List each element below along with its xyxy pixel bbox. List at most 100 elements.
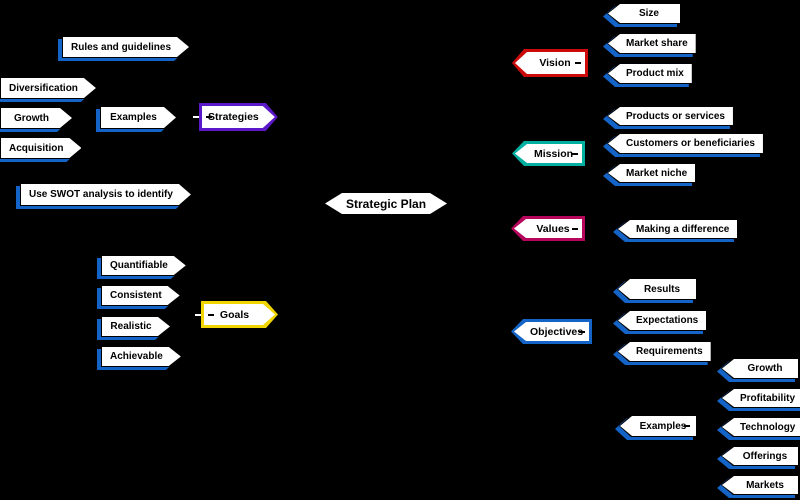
node-profitability[interactable]: Profitability bbox=[717, 388, 800, 411]
node-label: Quantifiable bbox=[110, 260, 168, 271]
node-examples-left[interactable]: Examples bbox=[100, 106, 177, 129]
node-fill bbox=[102, 256, 186, 275]
node-fill bbox=[1, 138, 81, 158]
node-label: Market share bbox=[626, 38, 688, 49]
node-growth-left[interactable]: Growth bbox=[0, 107, 73, 129]
node-label: Product mix bbox=[626, 68, 684, 79]
node-label: Realistic bbox=[110, 321, 152, 332]
node-label: Size bbox=[638, 8, 659, 19]
node-examples-right[interactable]: Examples bbox=[615, 415, 697, 440]
node-fill bbox=[514, 322, 590, 341]
node-customers-or-beneficiaries[interactable]: Customers or beneficiaries bbox=[603, 133, 764, 157]
node-fill bbox=[722, 447, 798, 465]
node-fill bbox=[325, 193, 447, 214]
node-label: Making a difference bbox=[636, 223, 730, 235]
node-label: Achievable bbox=[110, 351, 163, 362]
node-fill bbox=[608, 107, 733, 125]
node-fill bbox=[102, 286, 180, 305]
node-label: Offerings bbox=[742, 450, 788, 462]
connector-tick bbox=[195, 313, 201, 316]
node-technology[interactable]: Technology bbox=[717, 417, 800, 440]
connector-tick bbox=[208, 313, 214, 316]
node-label: Acquisition bbox=[9, 142, 64, 154]
node-requirements[interactable]: Requirements bbox=[613, 341, 712, 365]
node-rules-and-guidelines[interactable]: Rules and guidelines bbox=[62, 36, 190, 58]
branch-objectives[interactable]: Objectives bbox=[511, 319, 593, 344]
connector-tick bbox=[579, 330, 586, 333]
connector-tick bbox=[684, 425, 690, 427]
node-label: Technology bbox=[740, 421, 796, 433]
branch-label: Vision bbox=[539, 57, 571, 69]
node-fill bbox=[101, 107, 176, 128]
node-fill bbox=[608, 4, 680, 23]
branch-label: Objectives bbox=[530, 325, 584, 338]
connector-tick bbox=[193, 116, 199, 118]
branch-label: Strategies bbox=[208, 111, 259, 123]
node-fill bbox=[514, 219, 582, 238]
node-label: Growth bbox=[14, 112, 49, 124]
node-fill bbox=[1, 108, 72, 128]
branch-strategies[interactable]: Strategies bbox=[193, 103, 278, 131]
node-label: Market niche bbox=[626, 167, 688, 179]
node-fill bbox=[722, 389, 800, 407]
node-fill bbox=[1, 78, 96, 98]
node-offerings[interactable]: Offerings bbox=[717, 446, 799, 469]
node-label: Customers or beneficiaries bbox=[626, 138, 755, 149]
node-label: Rules and guidelines bbox=[71, 41, 172, 53]
node-fill bbox=[21, 184, 191, 205]
node-markets[interactable]: Markets bbox=[717, 475, 799, 498]
node-label: Use SWOT analysis to identify bbox=[29, 189, 173, 200]
branch-label: Goals bbox=[219, 308, 250, 321]
branch-mission[interactable]: Mission bbox=[512, 141, 585, 166]
node-fill bbox=[722, 359, 798, 378]
node-acquisition[interactable]: Acquisition bbox=[0, 137, 82, 159]
node-fill bbox=[608, 64, 692, 83]
node-growth-right[interactable]: Growth bbox=[717, 358, 799, 382]
connector-tick bbox=[575, 62, 581, 64]
branch-label: Values bbox=[536, 222, 570, 235]
node-making-a-difference[interactable]: Making a difference bbox=[613, 219, 739, 242]
branch-values[interactable]: Values bbox=[511, 216, 585, 241]
node-label: Markets bbox=[746, 479, 784, 491]
node-fill bbox=[204, 304, 275, 325]
node-label: Examples bbox=[639, 420, 687, 432]
node-fill bbox=[618, 279, 696, 299]
node-consistent[interactable]: Consistent bbox=[101, 285, 181, 306]
root-node-strategic-plan[interactable]: Strategic Plan bbox=[323, 191, 449, 216]
node-label: Diversification bbox=[9, 82, 78, 94]
node-market-niche[interactable]: Market niche bbox=[603, 163, 697, 186]
node-quantifiable[interactable]: Quantifiable bbox=[101, 255, 187, 276]
node-fill bbox=[618, 342, 711, 361]
node-fill bbox=[608, 134, 763, 153]
node-market-share[interactable]: Market share bbox=[603, 33, 697, 57]
branch-vision[interactable]: Vision bbox=[512, 49, 588, 77]
node-achievable[interactable]: Achievable bbox=[101, 346, 182, 367]
node-fill bbox=[618, 311, 707, 330]
node-label: Expectations bbox=[636, 315, 699, 326]
node-label: Requirements bbox=[636, 346, 703, 357]
node-fill bbox=[102, 347, 181, 366]
node-product-mix[interactable]: Product mix bbox=[603, 63, 693, 87]
node-expectations[interactable]: Expectations bbox=[613, 310, 708, 334]
node-label: Results bbox=[643, 283, 681, 295]
node-label: Growth bbox=[747, 363, 783, 374]
node-fill bbox=[515, 52, 585, 74]
node-fill bbox=[202, 106, 275, 128]
node-use-swot-analysis[interactable]: Use SWOT analysis to identify bbox=[20, 183, 192, 206]
node-products-or-services[interactable]: Products or services bbox=[603, 106, 734, 129]
node-fill bbox=[63, 37, 189, 57]
node-fill bbox=[722, 418, 800, 436]
node-fill bbox=[102, 317, 170, 336]
node-size[interactable]: Size bbox=[603, 3, 681, 27]
connector-tick bbox=[572, 152, 578, 155]
node-fill bbox=[608, 34, 696, 53]
node-diversification[interactable]: Diversification bbox=[0, 77, 97, 99]
node-fill bbox=[722, 476, 798, 494]
node-fill bbox=[608, 164, 696, 182]
branch-goals[interactable]: Goals bbox=[195, 301, 278, 328]
node-results[interactable]: Results bbox=[613, 278, 697, 303]
node-realistic[interactable]: Realistic bbox=[101, 316, 171, 337]
connector-tick bbox=[572, 227, 578, 230]
node-fill bbox=[620, 416, 696, 436]
